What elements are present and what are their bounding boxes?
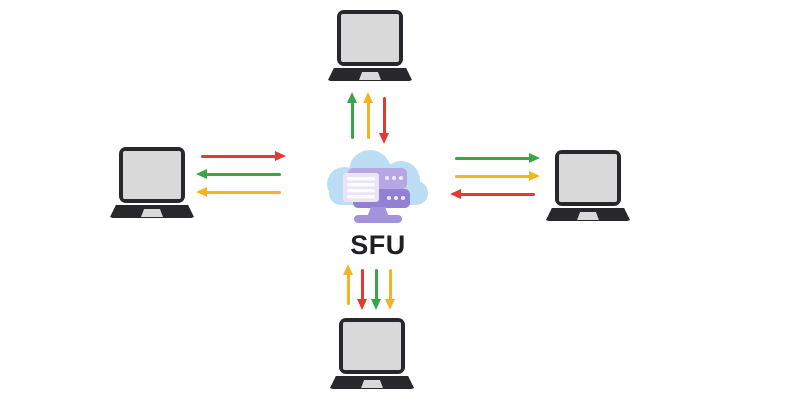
laptop-base — [110, 205, 194, 218]
yellow-stream-arrow-up — [342, 264, 354, 308]
sfu-label: SFU — [350, 230, 406, 260]
red-stream-arrow-right — [198, 150, 286, 162]
laptop-display — [341, 14, 399, 62]
green-stream-arrow-down — [370, 266, 382, 310]
laptop-base — [546, 208, 630, 221]
arrow-group-bottom — [342, 264, 396, 310]
yellow-stream-arrow-down — [384, 266, 396, 310]
arrow-group-right — [450, 152, 540, 200]
yellow-stream-arrow-left — [196, 186, 284, 198]
red-stream-arrow-down — [378, 94, 390, 144]
arrow-group-left — [196, 150, 286, 198]
laptop-screen-bezel — [337, 10, 403, 66]
laptop-base — [330, 376, 414, 389]
laptop-touchpad — [361, 380, 383, 388]
yellow-stream-arrow-right — [452, 170, 540, 182]
green-stream-arrow-left — [196, 168, 284, 180]
laptop-touchpad — [359, 72, 381, 80]
laptop-screen-bezel — [119, 147, 185, 203]
yellow-stream-arrow-up — [362, 92, 374, 142]
laptop-display — [123, 151, 181, 199]
client-laptop-top — [328, 10, 412, 81]
laptop-touchpad — [141, 209, 163, 217]
client-laptop-left — [110, 147, 194, 218]
red-stream-arrow-down — [356, 266, 368, 310]
client-laptop-bottom — [330, 318, 414, 389]
green-stream-arrow-right — [452, 152, 540, 164]
laptop-screen-bezel — [339, 318, 405, 374]
green-stream-arrow-up — [346, 92, 358, 142]
laptop-display — [559, 154, 617, 202]
client-laptop-right — [546, 150, 630, 221]
laptop-screen-bezel — [555, 150, 621, 206]
arrow-group-top — [346, 92, 390, 144]
cloud-server-icon — [327, 150, 428, 223]
laptop-display — [343, 322, 401, 370]
laptop-base — [328, 68, 412, 81]
laptop-touchpad — [577, 212, 599, 220]
red-stream-arrow-left — [450, 188, 538, 200]
sfu-server-node: SFU — [323, 150, 433, 261]
